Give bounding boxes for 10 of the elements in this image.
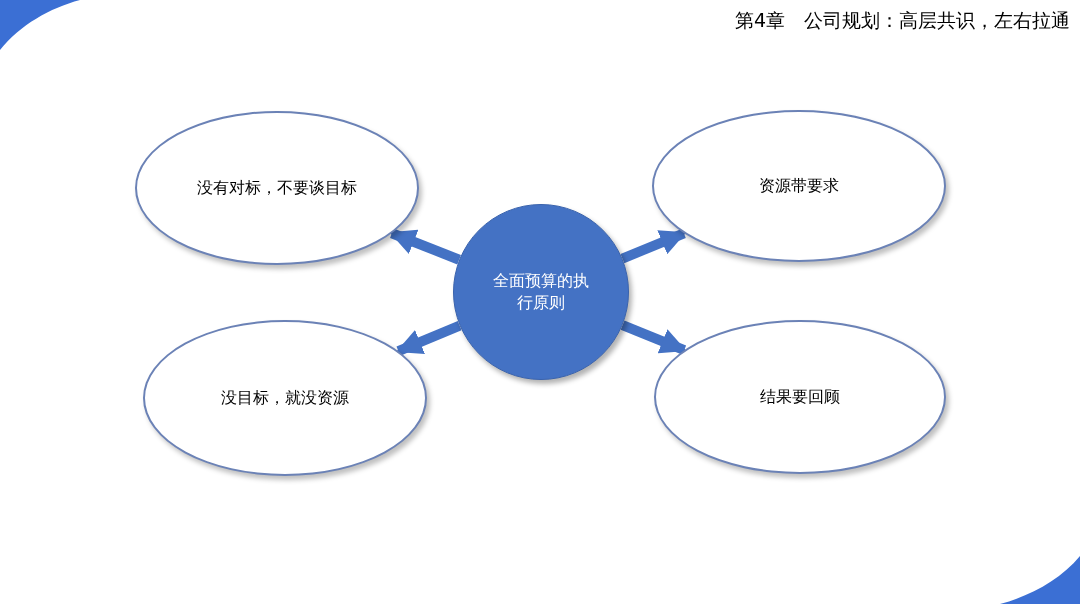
node-text: 结果要回顾 xyxy=(760,386,840,408)
arrow xyxy=(389,228,461,265)
node-text: 资源带要求 xyxy=(759,175,839,197)
arrow xyxy=(620,228,687,264)
node-text: 没有对标，不要谈目标 xyxy=(197,177,357,199)
arrow xyxy=(396,321,462,356)
chapter-title: 第4章 公司规划：高层共识，左右拉通 xyxy=(734,8,1070,33)
arrow xyxy=(620,320,687,355)
node-text: 没目标，就没资源 xyxy=(221,387,349,409)
node-text: 全面预算的执行原则 xyxy=(492,270,590,314)
